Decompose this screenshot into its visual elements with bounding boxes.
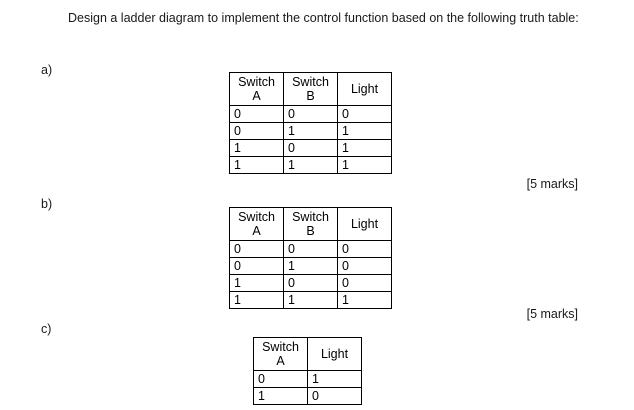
cell-switch-b: 1 xyxy=(283,156,338,174)
column-header-line1: Switch xyxy=(292,75,329,89)
truth-table-a: Switch A Switch B Light 0 0 0 0 1 xyxy=(229,72,392,174)
cell-switch-b: 0 xyxy=(283,139,338,157)
column-header-light: Light xyxy=(337,207,392,241)
column-header-line1: Switch xyxy=(238,75,275,89)
cell-light: 1 xyxy=(337,139,392,157)
table-header-row: Switch A Light xyxy=(253,337,362,371)
cell-light: 0 xyxy=(337,274,392,292)
cell-switch-b: 1 xyxy=(283,291,338,309)
table-header-row: Switch A Switch B Light xyxy=(229,207,392,241)
cell-switch-b: 1 xyxy=(283,122,338,140)
part-label-b: b) xyxy=(41,197,53,211)
cell-light: 0 xyxy=(337,240,392,258)
question-prompt: Design a ladder diagram to implement the… xyxy=(68,11,579,25)
column-header-light: Light xyxy=(337,72,392,106)
column-header-light: Light xyxy=(307,337,362,371)
cell-light: 1 xyxy=(337,291,392,309)
cell-light: 0 xyxy=(337,257,392,275)
part-label-a: a) xyxy=(41,63,53,77)
cell-switch-a: 1 xyxy=(229,291,284,309)
column-header-switch-a: Switch A xyxy=(229,207,284,241)
cell-switch-b: 0 xyxy=(283,274,338,292)
cell-switch-a: 1 xyxy=(229,156,284,174)
cell-switch-b: 1 xyxy=(283,257,338,275)
column-header-line1: Light xyxy=(350,82,379,96)
table-row: 0 1 0 xyxy=(229,257,392,275)
table-row: 1 0 1 xyxy=(229,139,392,157)
column-header-switch-b: Switch B xyxy=(283,72,338,106)
column-header-switch-b: Switch B xyxy=(283,207,338,241)
cell-switch-a: 1 xyxy=(229,274,284,292)
table-row: 0 1 1 xyxy=(229,122,392,140)
table-row: 0 1 xyxy=(253,370,362,388)
cell-light: 0 xyxy=(337,105,392,123)
cell-switch-b: 0 xyxy=(283,240,338,258)
part-label-c: c) xyxy=(41,322,52,336)
table-row: 1 1 1 xyxy=(229,156,392,174)
column-header-switch-a: Switch A xyxy=(253,337,308,371)
column-header-line1: Switch xyxy=(292,210,329,224)
truth-table-c: Switch A Light 0 1 1 0 xyxy=(253,337,362,405)
column-header-switch-a: Switch A xyxy=(229,72,284,106)
cell-switch-b: 0 xyxy=(283,105,338,123)
cell-switch-a: 1 xyxy=(229,139,284,157)
column-header-line2: A xyxy=(252,224,261,238)
column-header-line1: Switch xyxy=(238,210,275,224)
column-header-line2: B xyxy=(306,224,315,238)
cell-light: 0 xyxy=(307,387,362,405)
table-header-row: Switch A Switch B Light xyxy=(229,72,392,106)
table-row: 0 0 0 xyxy=(229,240,392,258)
column-header-line1: Switch xyxy=(262,340,299,354)
cell-switch-a: 0 xyxy=(253,370,308,388)
cell-switch-a: 0 xyxy=(229,105,284,123)
table-row: 0 0 0 xyxy=(229,105,392,123)
table-row: 1 0 xyxy=(253,387,362,405)
column-header-line1: Light xyxy=(350,217,379,231)
column-header-line1: Light xyxy=(320,347,349,361)
cell-switch-a: 0 xyxy=(229,240,284,258)
marks-label-b: [5 marks] xyxy=(526,307,578,321)
truth-table-b: Switch A Switch B Light 0 0 0 0 1 xyxy=(229,207,392,309)
cell-switch-a: 0 xyxy=(229,122,284,140)
marks-label-a: [5 marks] xyxy=(526,177,578,191)
cell-switch-a: 1 xyxy=(253,387,308,405)
column-header-line2: A xyxy=(252,89,261,103)
cell-switch-a: 0 xyxy=(229,257,284,275)
cell-light: 1 xyxy=(307,370,362,388)
column-header-line2: A xyxy=(276,354,285,368)
cell-light: 1 xyxy=(337,156,392,174)
cell-light: 1 xyxy=(337,122,392,140)
table-row: 1 0 0 xyxy=(229,274,392,292)
column-header-line2: B xyxy=(306,89,315,103)
table-row: 1 1 1 xyxy=(229,291,392,309)
